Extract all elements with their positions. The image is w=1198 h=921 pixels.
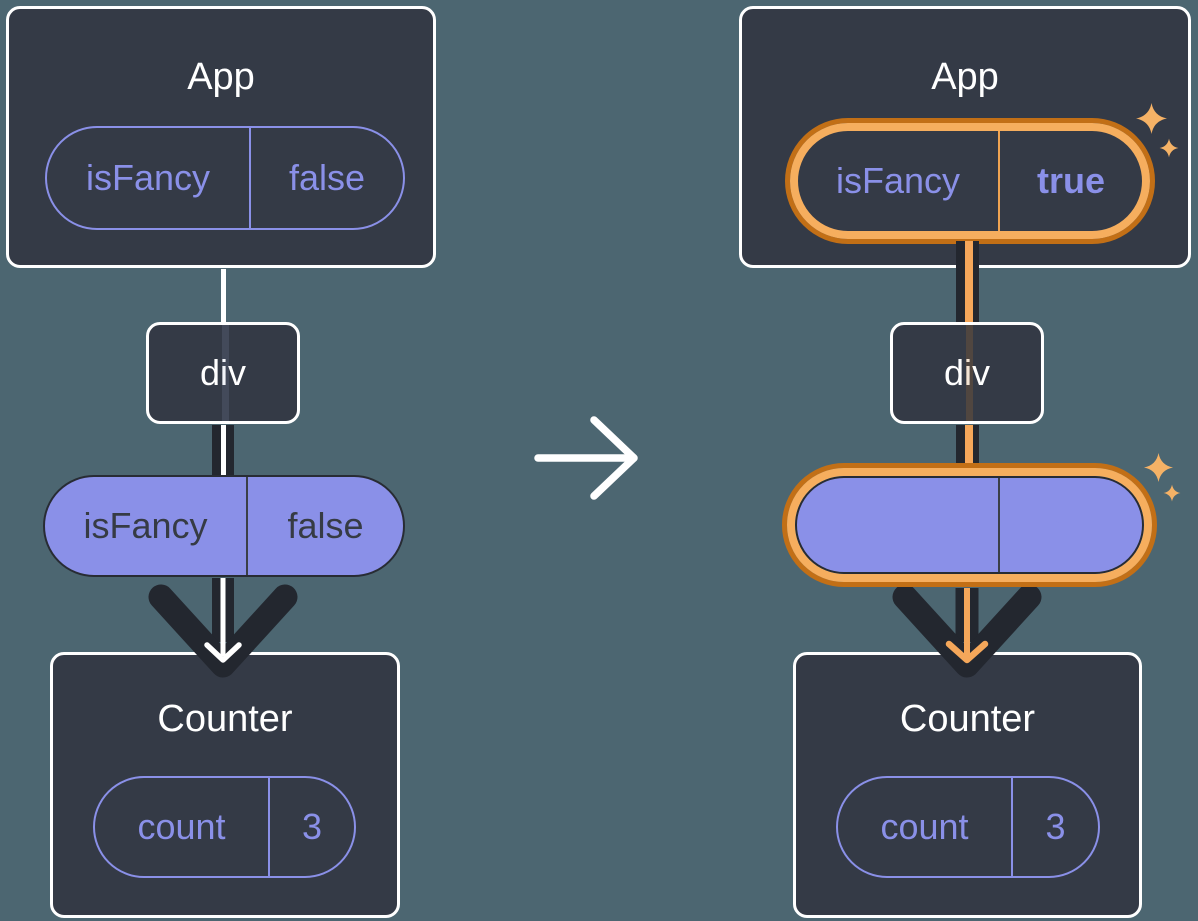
div-node: div (890, 322, 1044, 424)
sparkle-icon (1163, 484, 1181, 502)
state-value: 3 (301, 806, 323, 847)
app-state-pill-highlighted: isFancy true (785, 118, 1155, 244)
state-name: isFancy (47, 128, 251, 228)
tree-edge-app-div (220, 269, 226, 325)
app-state-pill: isFancy false (45, 126, 405, 230)
counter-title: Counter (157, 698, 293, 740)
prop-pill-highlighted: isFancy true (782, 463, 1157, 587)
state-name: count (838, 778, 1013, 876)
app-title: App (187, 56, 255, 98)
arrow-right-icon (534, 416, 638, 500)
counter-title: Counter (899, 698, 1036, 740)
state-value: true (1036, 160, 1105, 201)
counter-component-card: Counter count 3 (793, 652, 1142, 918)
prop-flow-line-highlight (965, 425, 973, 470)
prop-name: isFancy (45, 477, 248, 575)
state-name: isFancy (798, 131, 1000, 231)
div-label: div (943, 352, 991, 393)
tree-edge-div-counter (220, 425, 226, 478)
app-component-card: App isFancy false (6, 6, 436, 268)
sparkle-icon (1143, 452, 1174, 483)
prop-pill: isFancy false (43, 475, 405, 577)
pass-through-strip (966, 325, 973, 421)
prop-value: false (287, 505, 364, 546)
prop-name: isFancy (797, 478, 1000, 572)
counter-state-pill: count 3 (836, 776, 1100, 878)
state-value: false (288, 157, 366, 198)
div-node: div (146, 322, 300, 424)
state-value: 3 (1045, 806, 1066, 847)
div-label: div (199, 352, 247, 393)
counter-state-pill: count 3 (93, 776, 356, 878)
prop-flow-line-highlight (965, 241, 973, 324)
app-component-card: App isFancy true (739, 6, 1191, 268)
app-title: App (931, 56, 999, 98)
state-name: count (95, 778, 270, 876)
counter-component-card: Counter count 3 (50, 652, 400, 918)
pass-through-strip (222, 325, 229, 421)
prop-value: true (1036, 504, 1105, 545)
